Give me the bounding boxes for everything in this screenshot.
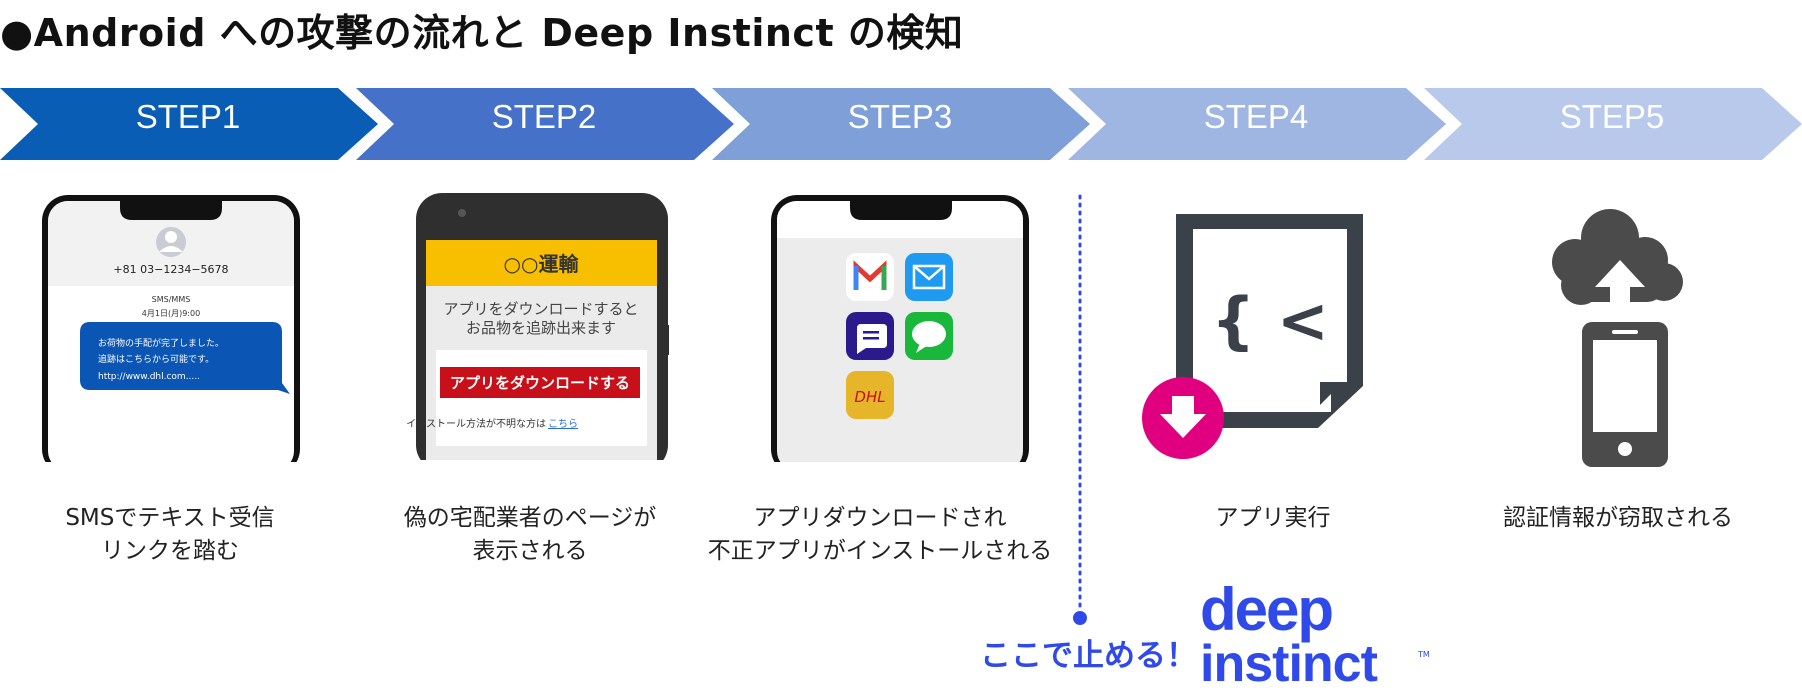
sms-phone-number: +81 03−1234−5678	[113, 263, 228, 276]
mail-app-icon	[905, 253, 953, 301]
fake-page-body-line2: お品物を追跡出来ます	[466, 319, 616, 337]
sms-phone-illustration: +81 03−1234−5678 SMS/MMS 4月1日(月)9:00 お荷物…	[42, 195, 300, 476]
step2-label: STEP2	[491, 98, 597, 135]
sms-type: SMS/MMS	[152, 295, 191, 304]
page-title: ●Android への攻撃の流れと Deep Instinct の検知	[0, 11, 964, 55]
logo-instinct: instinct	[1200, 635, 1378, 693]
step1-label: STEP1	[135, 98, 241, 135]
install-note: インストール方法が不明な方は	[406, 417, 546, 430]
detection-point-dot	[1073, 611, 1087, 625]
sms-message-line2: 追跡はこちらから可能です。	[98, 353, 214, 365]
step1-chevron	[0, 88, 378, 160]
download-app-button-label: アプリをダウンロードする	[450, 374, 630, 392]
fake-page-phone-illustration: ○○運輸 アプリをダウンロードすると お品物を追跡出来ます アプリをダウンロード…	[406, 193, 669, 476]
step3-chevron	[712, 88, 1090, 160]
fake-page-header: ○○運輸	[504, 252, 580, 276]
step5-caption: 認証情報が窃取される	[1503, 505, 1733, 531]
step5-label: STEP5	[1559, 98, 1665, 135]
step4-chevron	[1068, 88, 1446, 160]
download-app-button	[440, 367, 640, 398]
sms-date: 4月1日(月)9:00	[142, 309, 200, 318]
step4-label: STEP4	[1203, 98, 1309, 135]
cloud-upload-icon	[1552, 209, 1683, 306]
step1-caption: SMSでテキスト受信リンクを踏む	[65, 505, 275, 564]
step2-chevron	[356, 88, 734, 160]
dhl-app-icon	[846, 371, 894, 419]
code-file-icon: { <	[1142, 214, 1363, 459]
smartphone-icon	[1582, 322, 1668, 467]
step4-caption: アプリ実行	[1215, 505, 1331, 531]
install-note-link: こちら	[548, 418, 578, 430]
sms-message-line1: お荷物の手配が完了しました。	[98, 337, 224, 349]
code-symbol: { <	[1211, 284, 1329, 357]
fake-page-body-line1: アプリをダウンロードすると	[443, 300, 638, 318]
step3-label: STEP3	[847, 98, 953, 135]
logo-trademark: TM	[1418, 650, 1430, 659]
step3-caption: アプリダウンロードされ不正アプリがインストールされる	[707, 505, 1053, 564]
stop-here-text: ここで止める！	[980, 638, 1197, 674]
sms-message-link: http://www.dhl.com.....	[98, 372, 200, 382]
logo-deep: deep	[1200, 576, 1334, 643]
step2-caption: 偽の宅配業者のページが表示される	[403, 505, 657, 564]
dhl-app-label: DHL	[854, 388, 885, 406]
apps-phone-illustration: DHL	[771, 195, 1029, 476]
step5-chevron	[1424, 88, 1802, 160]
